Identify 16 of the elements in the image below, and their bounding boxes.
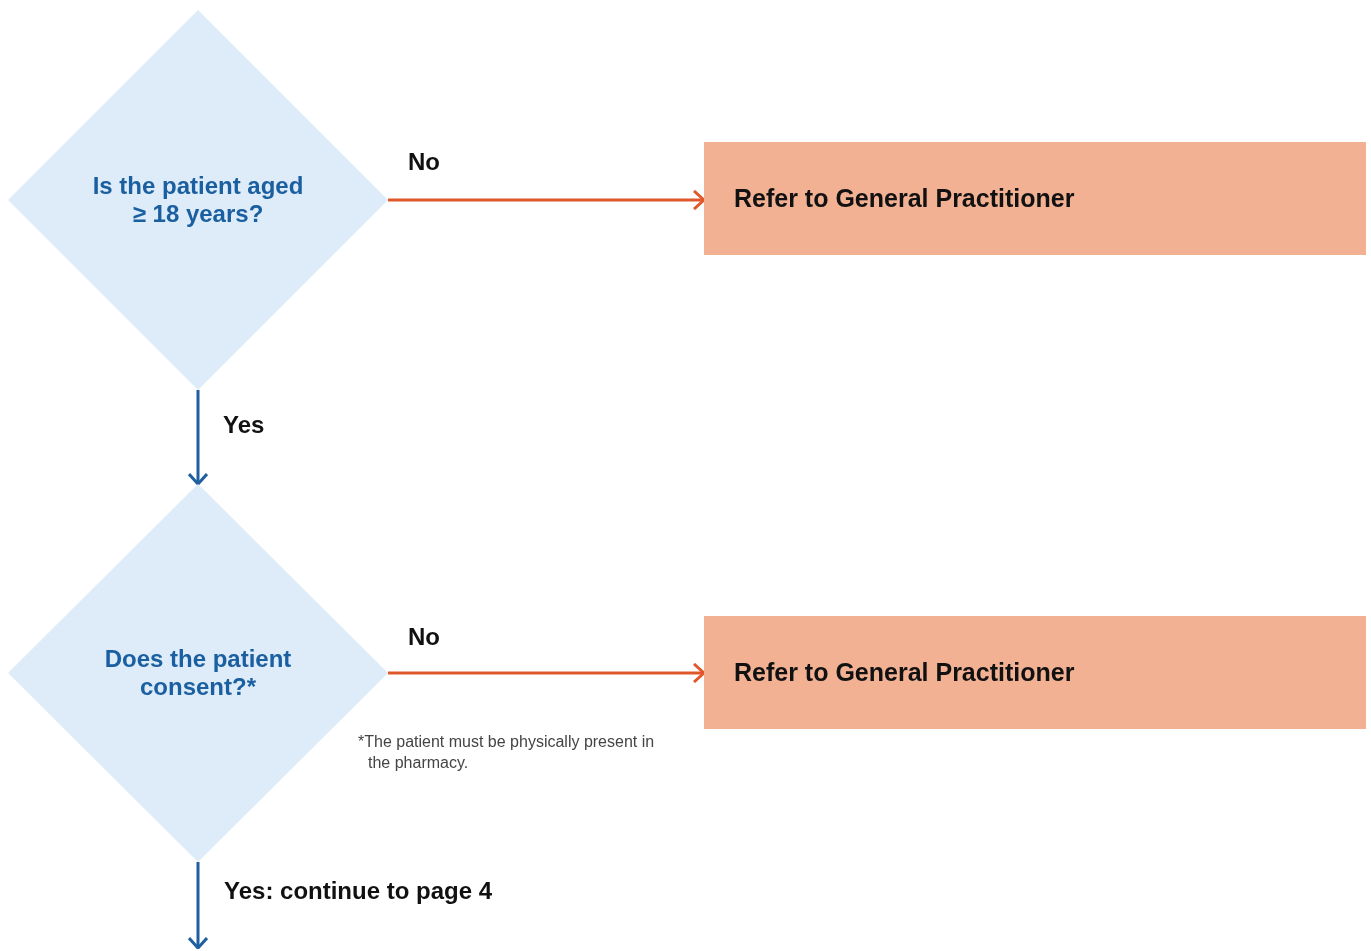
decision-diamond <box>8 10 388 390</box>
edge-label: Yes <box>223 411 265 439</box>
arrow <box>388 662 706 684</box>
process-box <box>704 142 1366 255</box>
node-text: Refer to General Practitioner <box>734 658 1075 687</box>
node-text: Does the patient consent?* <box>103 645 293 701</box>
edge-label: Yes: continue to page 4 <box>224 877 493 905</box>
arrow <box>187 862 209 950</box>
node-text: Refer to General Practitioner <box>734 184 1075 213</box>
node-text: Is the patient aged ≥ 18 years? <box>91 172 305 228</box>
arrow <box>388 189 706 211</box>
edge-label: No <box>408 623 440 651</box>
footnote: *The patient must be physically present in the pharmacy. <box>358 732 656 773</box>
edge-label: No <box>408 148 440 176</box>
arrow <box>187 390 209 486</box>
process-box <box>704 616 1366 729</box>
